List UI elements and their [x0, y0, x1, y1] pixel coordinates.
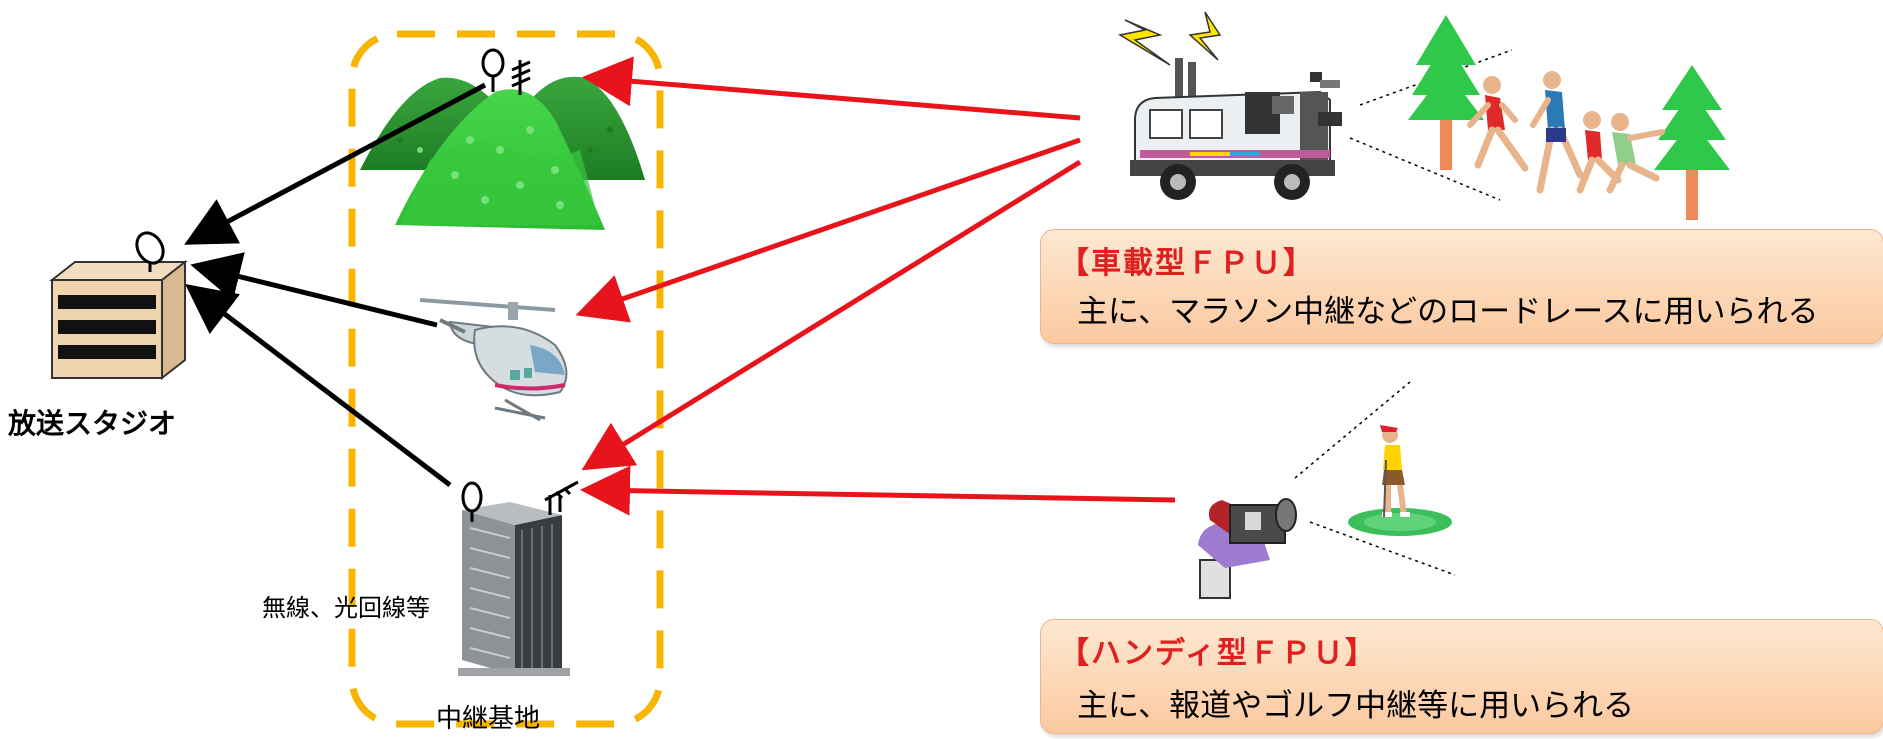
mountain-antenna-icon: [481, 48, 531, 95]
arrow-car-to-building: [581, 159, 1082, 471]
van-camera-view-lines: [1349, 49, 1513, 201]
arrow-helicopter-to-studio: [190, 252, 438, 328]
arrow-handy-to-building: [580, 465, 1176, 516]
handy-camera-icon: [1198, 498, 1297, 599]
handy-fpu-description: 主に、報道やゴルフ中継等に用いられる: [1077, 688, 1635, 724]
handy-fpu-title: 【ハンディ型ＦＰＵ】: [1059, 636, 1377, 671]
broadcast-van-icon: [1117, 11, 1342, 200]
handy-fpu-box: 【ハンディ型ＦＰＵ】 主に、報道やゴルフ中継等に用いられる: [1040, 619, 1883, 734]
helicopter-icon: [419, 298, 568, 422]
studio-label: 放送スタジオ: [8, 407, 177, 440]
relay-building-icon: [458, 480, 579, 676]
vehicle-fpu-description: 主に、マラソン中継などのロードレースに用いられる: [1077, 294, 1819, 330]
arrow-car-to-helicopter: [575, 137, 1081, 323]
handy-camera-view-lines: [1294, 381, 1456, 576]
studio-icon: [49, 231, 188, 381]
arrow-car-to-mountain: [582, 56, 1081, 121]
mountain-icon: [360, 76, 645, 230]
golfer-icon: [1348, 425, 1452, 536]
tree-icon-left: [1408, 15, 1484, 170]
arrow-building-to-studio: [185, 283, 452, 487]
vehicle-fpu-title: 【車載型ＦＰＵ】: [1059, 246, 1315, 281]
arrows-to-studio: [184, 82, 487, 487]
tree-icon-right: [1654, 65, 1730, 220]
vehicle-fpu-box: 【車載型ＦＰＵ】 主に、マラソン中継などのロードレースに用いられる: [1040, 229, 1883, 344]
arrow-mountain-to-studio: [184, 82, 487, 245]
marathon-runners-icon: [1467, 71, 1665, 194]
relay-base-label: 中継基地: [436, 704, 541, 734]
arrows-to-relay: [575, 56, 1176, 516]
wireless-optical-line-label: 無線、光回線等: [262, 594, 430, 622]
